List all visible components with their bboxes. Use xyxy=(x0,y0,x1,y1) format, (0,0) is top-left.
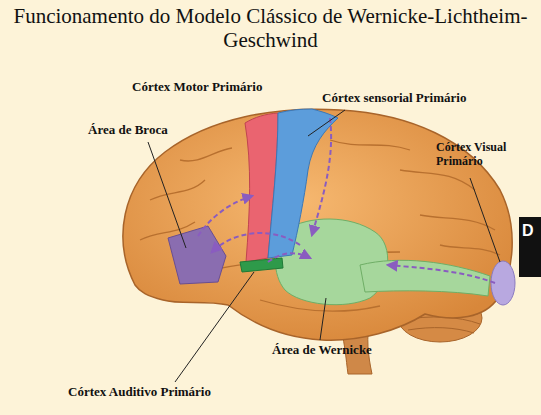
leader-line xyxy=(320,298,326,340)
visual-association-band xyxy=(360,260,490,296)
broca-area xyxy=(168,226,226,284)
wernicke-to-broca-arrow xyxy=(212,233,300,252)
cropped-panel xyxy=(519,217,541,277)
region-label: Córtex Visual Primário xyxy=(436,140,518,169)
auditory-cortex xyxy=(240,258,283,272)
region-label: Área de Broca xyxy=(88,122,168,138)
diagram-title: Funcionamento do Modelo Clássico de Wern… xyxy=(4,4,537,52)
auditory-to-wernicke-arrow xyxy=(268,253,310,262)
region-label: Córtex sensorial Primário xyxy=(322,90,466,106)
leader-line xyxy=(308,110,345,136)
region-label: Córtex Motor Primário xyxy=(132,79,262,95)
visual-to-wernicke-arrow xyxy=(388,265,495,283)
region-label: Córtex Auditivo Primário xyxy=(68,384,211,400)
leader-line xyxy=(470,178,500,262)
region-label: Área de Wernicke xyxy=(272,342,372,358)
leader-line xyxy=(175,272,254,382)
sensory-cortex xyxy=(268,109,338,258)
broca-to-motor-arrow xyxy=(198,196,252,236)
panel-letter: D xyxy=(522,221,534,240)
sensory-arrow xyxy=(312,118,331,235)
leader-line xyxy=(148,142,186,248)
